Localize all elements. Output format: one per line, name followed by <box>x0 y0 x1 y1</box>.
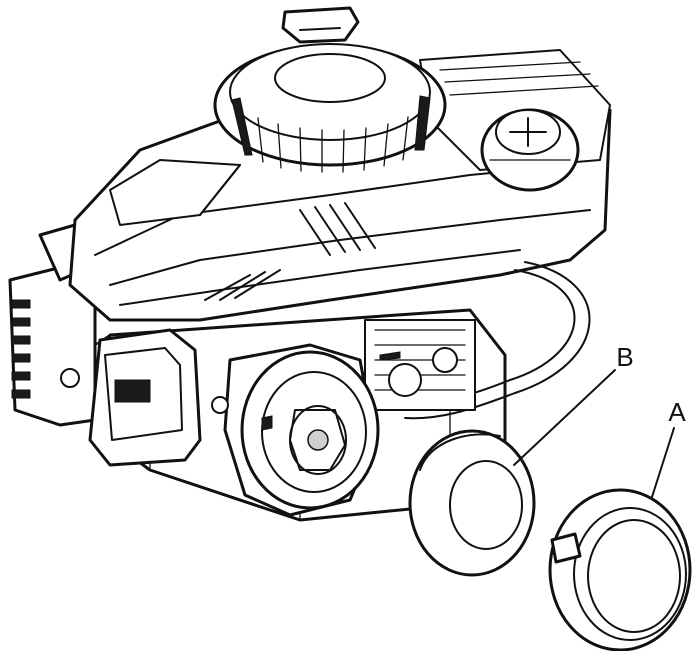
part-b-foam-filter <box>408 429 536 577</box>
part-a-filter-cover <box>548 488 692 652</box>
callout-a: A <box>651 397 686 498</box>
callout-b: B <box>513 342 634 466</box>
engine-assembly <box>8 6 612 522</box>
carburetor-area <box>364 319 476 411</box>
leader-line-b <box>513 369 616 466</box>
leader-line-a <box>651 427 675 498</box>
intake-housing <box>211 343 380 517</box>
fuel-cap <box>480 108 580 192</box>
callout-label-a: A <box>668 397 686 427</box>
air-filter-box <box>60 328 202 467</box>
recoil-starter <box>213 6 447 173</box>
callout-label-b: B <box>616 342 633 372</box>
